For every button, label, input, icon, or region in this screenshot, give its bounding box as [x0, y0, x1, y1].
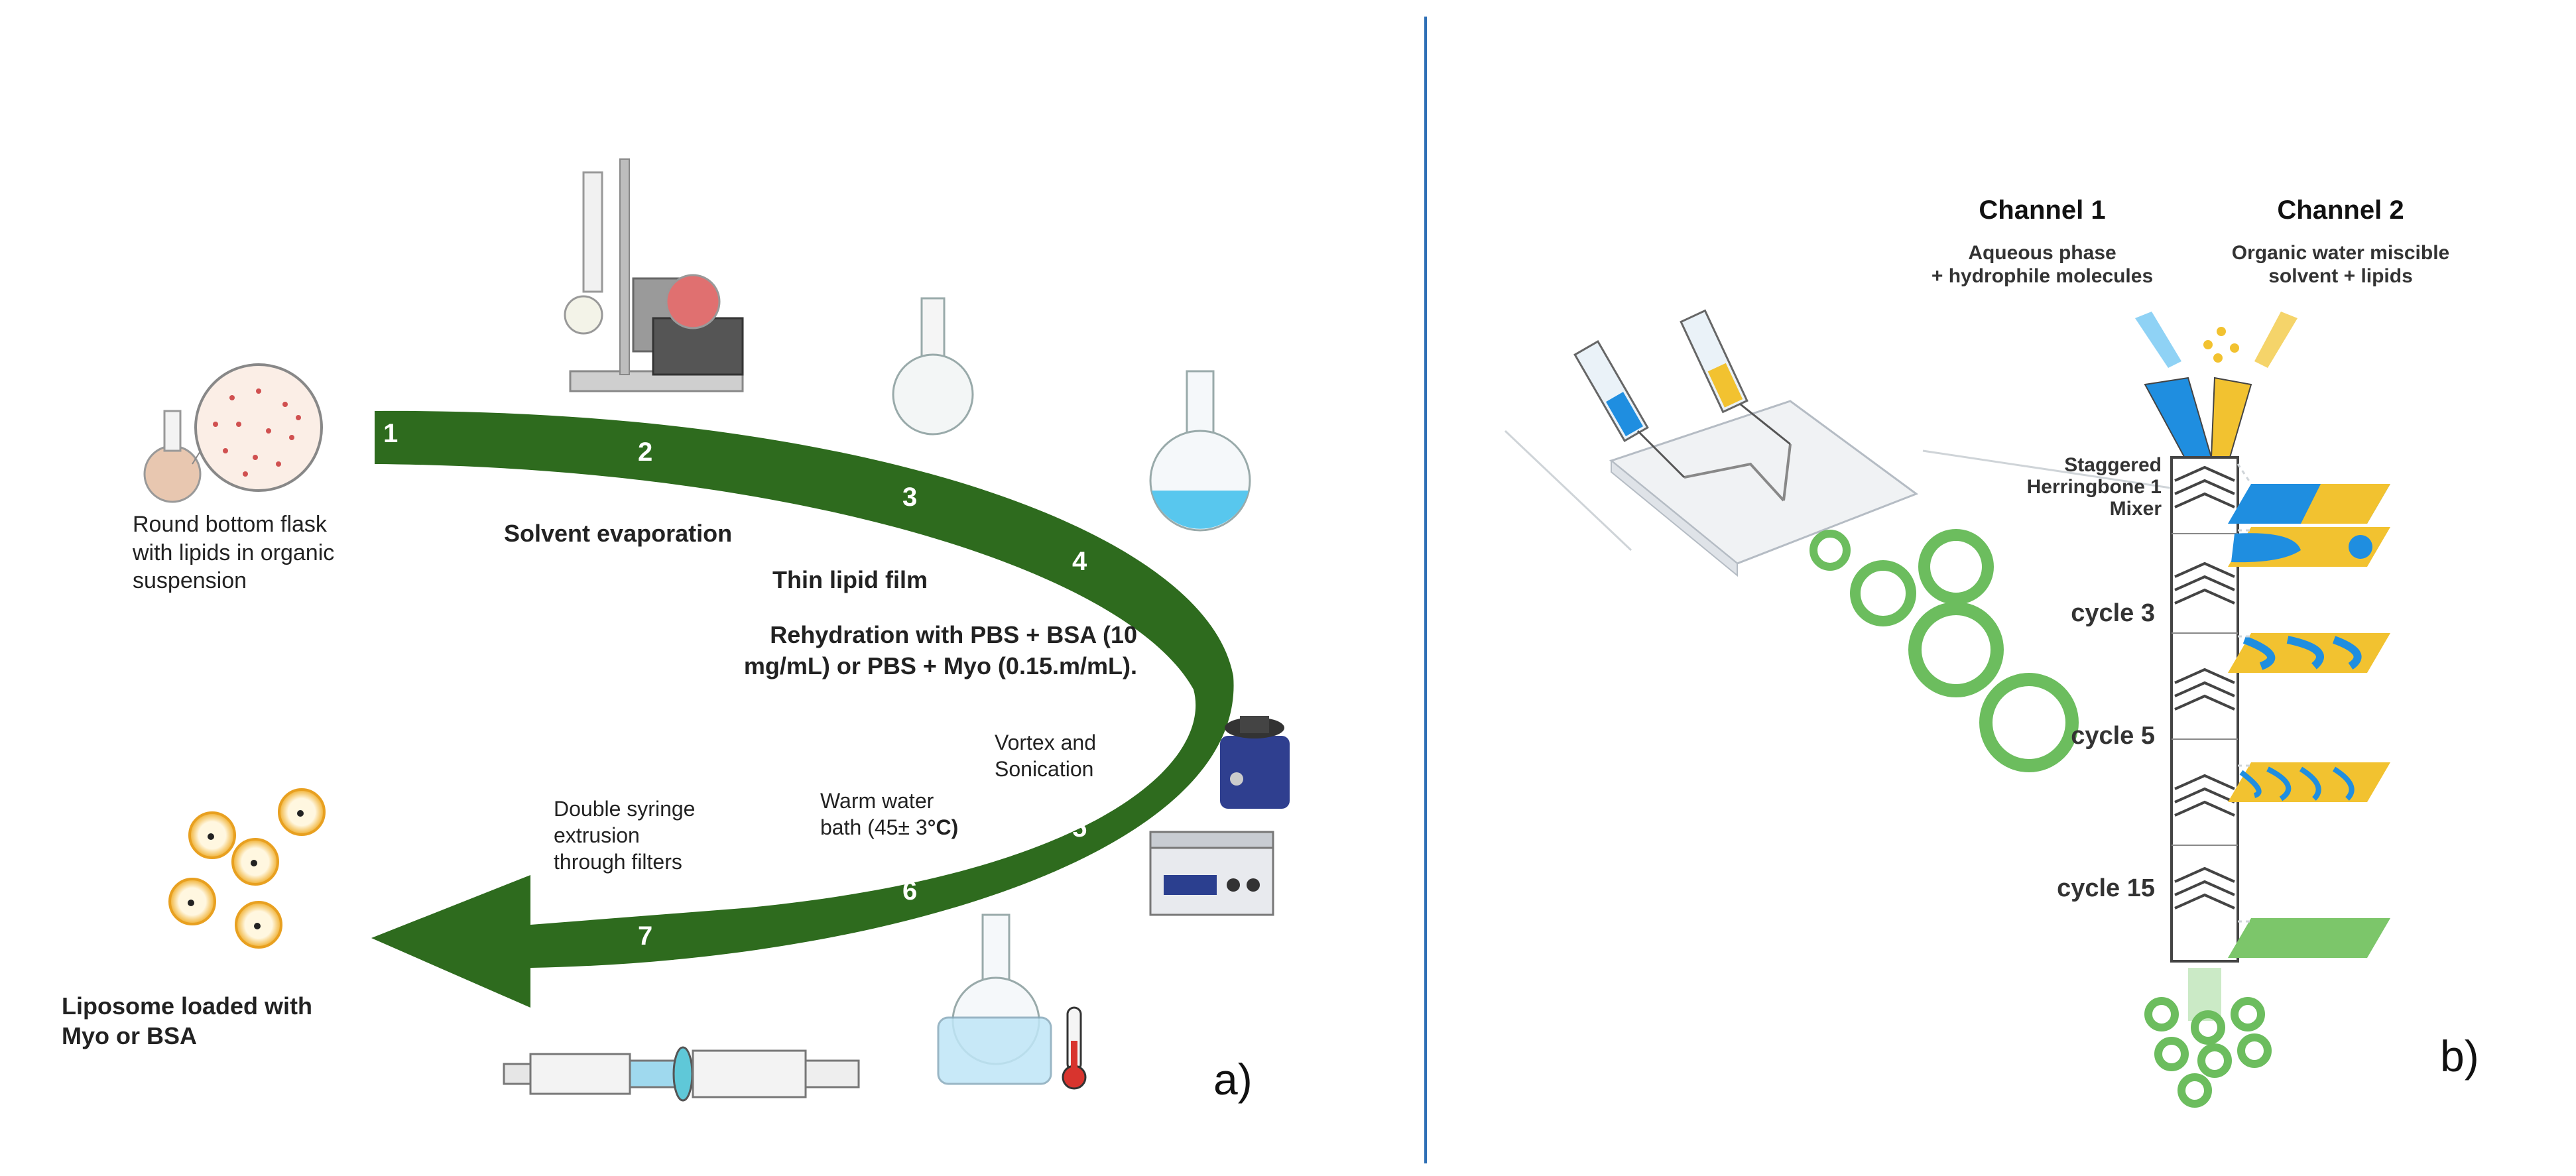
step-number: 1: [383, 419, 399, 448]
mixer-label: Staggered Herringbone 1 Mixer: [2026, 454, 2162, 520]
step-number: 4: [1072, 547, 1087, 576]
warm-bath-text: Warm water bath (45± 3: [820, 789, 934, 839]
cross-section-inlet: [2228, 484, 2390, 524]
warm-water-bath-icon: [937, 913, 1052, 1085]
cycle3-label: cycle 3: [2071, 599, 2155, 627]
channel1-title: Channel 1: [1979, 196, 2106, 225]
liposome-cluster-icon: [168, 788, 326, 949]
extrusion-label: Double syringe extrusion through filters: [554, 797, 696, 874]
channel2-title: Channel 2: [2277, 196, 2404, 225]
empty-flask-icon: [892, 297, 974, 436]
outlet-liposome-rings-icon: [2144, 968, 2272, 1108]
channel1-subtitle: Aqueous phase + hydrophile molecules: [1931, 242, 2154, 287]
panel-b-label: b): [2440, 1031, 2479, 1081]
solvent-evaporation-label: Solvent evaporation: [504, 520, 733, 547]
lipid-flask-icon: [143, 363, 323, 503]
syringe-blue-icon: [1573, 339, 1686, 479]
cycle15-label: cycle 15: [2057, 874, 2155, 902]
step-number: 7: [638, 921, 653, 951]
flask-caption: Round bottom flask with lipids in organi…: [133, 512, 335, 593]
y-inlet: [2144, 377, 2252, 465]
liposome-rings-icon: [1809, 529, 2079, 772]
process-arrow: [371, 410, 1234, 1008]
syringe-yellow-icon: [1680, 309, 1791, 445]
warm-water-bath-label: Warm water bath (45± 3°C): [820, 788, 958, 841]
cross-section-cycle5: [2228, 762, 2390, 802]
liposome-caption: Liposome loaded with Myo or BSA: [62, 992, 313, 1049]
channel2-subtitle: Organic water miscible solvent + lipids: [2231, 242, 2450, 287]
thermometer-icon: [1062, 1006, 1087, 1090]
cross-section-cycle15: [2228, 918, 2390, 958]
step-number: 3: [902, 483, 918, 512]
sonication-bath-icon: [1149, 831, 1274, 916]
panel-a-label: a): [1213, 1055, 1253, 1104]
cross-section-cycle1: [2228, 527, 2390, 567]
thin-lipid-film-label: Thin lipid film: [772, 566, 928, 593]
rotary-evaporator-icon: [564, 158, 744, 392]
cross-section-cycle3: [2228, 633, 2390, 673]
microfluidic-chip-icon: [1504, 400, 2189, 577]
channel2-inlet-arrow: [2203, 312, 2298, 368]
herringbone-mixer-channel: [2170, 456, 2239, 963]
rehydration-flask-icon: [1149, 370, 1251, 532]
vortex-sonication-label: Vortex and Sonication: [995, 731, 1096, 781]
cycle5-label: cycle 5: [2071, 722, 2155, 750]
channel1-inlet-arrow: [2135, 312, 2181, 368]
vortex-mixer-icon: [1220, 716, 1290, 809]
step-number: 2: [638, 438, 653, 467]
step-number: 5: [1072, 813, 1087, 843]
rehydration-label: Rehydration with PBS + BSA (10 mg/mL) or…: [743, 621, 1137, 679]
warm-bath-unit: °C): [927, 815, 959, 839]
double-syringe-icon: [503, 1046, 860, 1102]
step-number: 6: [902, 876, 918, 906]
